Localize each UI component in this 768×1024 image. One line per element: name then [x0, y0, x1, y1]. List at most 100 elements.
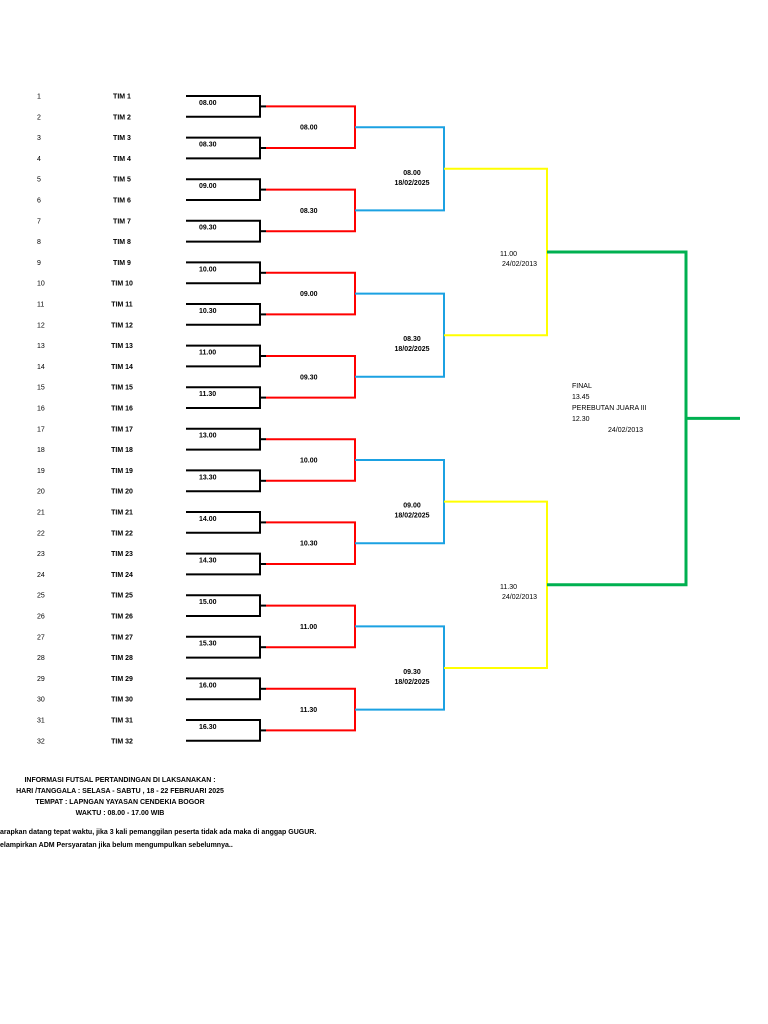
- round1-match-time: 11.00: [199, 350, 216, 357]
- team-number: 9: [37, 260, 41, 267]
- team-number: 15: [37, 385, 45, 392]
- round3-bracket-line: [355, 459, 445, 545]
- quarterfinal-date: 18/02/2025: [394, 346, 429, 353]
- team-number: 20: [37, 489, 45, 496]
- round1-bracket-line: [186, 511, 261, 534]
- round1-match-time: 09.00: [199, 183, 217, 190]
- quarterfinal-time: 09.30: [403, 669, 421, 676]
- team-number: 31: [37, 718, 45, 725]
- team-name: TIM 21: [111, 510, 133, 517]
- team-number: 18: [37, 447, 45, 454]
- team-number: 12: [37, 322, 45, 329]
- team-name: TIM 27: [111, 634, 133, 641]
- team-name: TIM 3: [113, 135, 131, 142]
- round1-bracket-line: [186, 677, 261, 701]
- round1-match-time: 08.30: [199, 142, 217, 149]
- team-number: 27: [37, 634, 45, 641]
- round1-bracket-line: [186, 344, 261, 368]
- team-number: 28: [37, 655, 45, 662]
- team-number: 5: [37, 177, 41, 184]
- team-number: 11: [37, 302, 44, 309]
- round1-match-time: 15.30: [199, 641, 217, 648]
- round1-bracket-line: [186, 261, 261, 285]
- team-number: 13: [37, 343, 45, 350]
- team-name: TIM 23: [111, 551, 133, 558]
- round1-match-time: 10.30: [199, 308, 217, 315]
- round1-bracket-line: [186, 219, 261, 243]
- team-number: 10: [37, 281, 45, 288]
- team-name: TIM 9: [113, 260, 131, 267]
- quarterfinal-time: 09.00: [403, 503, 421, 510]
- round1-bracket-line: [186, 178, 261, 201]
- round2-match-time: 11.30: [300, 707, 317, 714]
- team-number: 14: [37, 364, 45, 371]
- round3-bracket-line: [355, 126, 445, 212]
- team-name: TIM 30: [111, 697, 133, 704]
- round2-match-time: 09.30: [300, 374, 318, 381]
- round1-bracket-line: [186, 635, 261, 659]
- team-name: TIM 19: [111, 468, 133, 475]
- team-name: TIM 1: [113, 94, 131, 101]
- team-name: TIM 20: [111, 489, 133, 496]
- team-name: TIM 32: [111, 738, 133, 745]
- semifinal-bracket-line: [444, 167, 548, 337]
- round1-match-time: 08.00: [199, 100, 217, 107]
- team-number: 23: [37, 551, 45, 558]
- round1-bracket-line: [186, 427, 261, 451]
- team-name: TIM 12: [111, 322, 133, 329]
- round2-match-time: 11.00: [300, 624, 317, 631]
- round1-bracket-line: [186, 594, 261, 617]
- quarterfinal-date: 18/02/2025: [394, 180, 429, 187]
- round1-bracket-line: [186, 95, 261, 118]
- team-name: TIM 5: [113, 177, 131, 184]
- team-name: TIM 11: [111, 302, 133, 309]
- info-hours: WAKTU : 08.00 - 17.00 WIB: [75, 810, 165, 817]
- team-name: TIM 17: [111, 426, 133, 433]
- team-number: 3: [37, 135, 41, 142]
- round1-match-time: 15.00: [199, 599, 217, 606]
- round1-match-time: 14.30: [199, 558, 217, 565]
- round2-match-time: 08.30: [300, 208, 318, 215]
- round1-match-time: 14.00: [199, 516, 217, 523]
- final-bracket-line: [547, 250, 688, 587]
- team-name: TIM 4: [113, 156, 131, 163]
- note-punctuality: arapkan datang tepat waktu, jika 3 kali …: [0, 829, 317, 836]
- team-number: 32: [37, 738, 45, 745]
- team-number: 4: [37, 156, 41, 163]
- final-date: 24/02/2013: [608, 427, 643, 434]
- round2-match-time: 09.00: [300, 291, 318, 298]
- team-name: TIM 31: [111, 718, 133, 725]
- third-place-label: PEREBUTAN JUARA III: [572, 405, 647, 412]
- team-name: TIM 8: [113, 239, 131, 246]
- round1-match-time: 11.30: [199, 391, 216, 398]
- info-dates: HARI /TANGGALA : SELASA - SABTU , 18 - 2…: [16, 788, 224, 795]
- team-number: 26: [37, 614, 45, 621]
- team-number: 29: [37, 676, 45, 683]
- team-name: TIM 25: [111, 593, 133, 600]
- semifinal-time: 11.00: [500, 251, 517, 258]
- round2-match-time: 10.30: [300, 541, 318, 548]
- team-number: 24: [37, 572, 45, 579]
- round1-match-time: 13.00: [199, 433, 217, 440]
- round1-match-time: 16.30: [199, 724, 217, 731]
- quarterfinal-time: 08.30: [403, 336, 421, 343]
- round2-match-time: 08.00: [300, 125, 318, 132]
- semifinal-date: 24/02/2013: [502, 594, 537, 601]
- round1-bracket-line: [186, 136, 261, 160]
- round1-match-time: 16.00: [199, 682, 217, 689]
- team-name: TIM 18: [111, 447, 133, 454]
- final-time: 13.45: [572, 394, 590, 401]
- semifinal-bracket-line: [444, 500, 548, 669]
- team-name: TIM 14: [111, 364, 133, 371]
- team-number: 25: [37, 593, 45, 600]
- team-name: TIM 13: [111, 343, 133, 350]
- round3-bracket-line: [355, 292, 445, 378]
- note-requirements: elampirkan ADM Persyaratan jika belum me…: [0, 842, 233, 849]
- team-name: TIM 28: [111, 655, 133, 662]
- round1-bracket-line: [186, 469, 261, 493]
- round1-bracket-line: [186, 719, 261, 742]
- team-number: 8: [37, 239, 41, 246]
- team-number: 2: [37, 114, 41, 121]
- team-number: 17: [37, 426, 45, 433]
- team-name: TIM 2: [113, 114, 131, 121]
